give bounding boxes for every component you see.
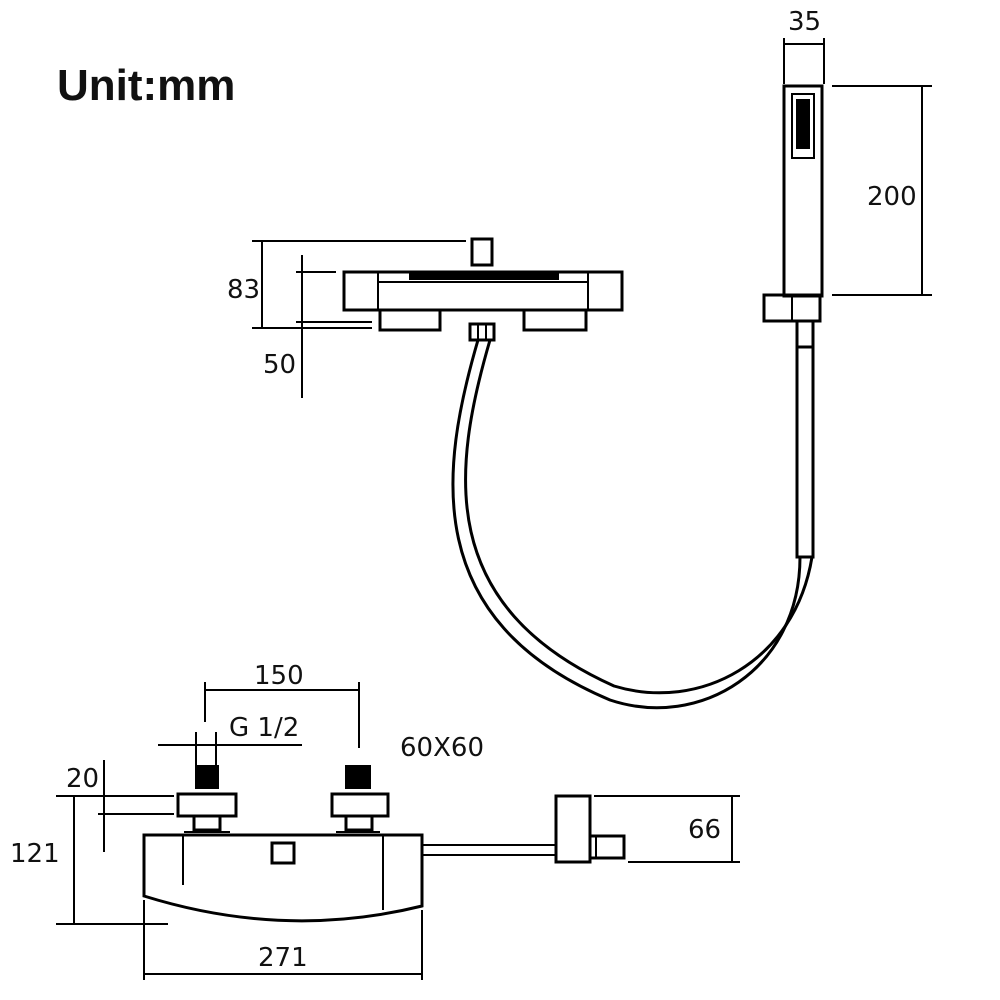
handshower-width-label: 35 — [788, 7, 821, 37]
bracket-depth-label: 66 — [688, 815, 721, 845]
dimension-body-width: 271 — [143, 900, 423, 980]
thread-label: G 1/2 — [229, 713, 299, 743]
connector-height-label: 20 — [66, 764, 99, 794]
dimension-showerhead-offset: 50 — [263, 255, 372, 398]
dimension-connector-size: 60X60 — [400, 733, 484, 763]
body-height-label: 121 — [10, 839, 60, 869]
body-width-label: 271 — [258, 943, 308, 973]
dimension-inlet-spacing: 150 — [204, 661, 360, 748]
mixer-body — [142, 765, 424, 923]
hand-shower — [762, 84, 824, 559]
connector-size-label: 60X60 — [400, 733, 484, 763]
dimension-body-height: 121 — [10, 795, 174, 925]
dimension-showerhead-height: 83 — [227, 240, 466, 329]
inlet-spacing-label: 150 — [254, 661, 304, 691]
shower-head — [342, 237, 624, 342]
dimension-handshower-length: 200 — [832, 85, 932, 296]
dimension-bracket-depth: 66 — [594, 795, 740, 863]
dimension-connector-height: 20 — [66, 760, 174, 852]
handshower-length-label: 200 — [867, 182, 917, 212]
dimension-handshower-width: 35 — [783, 7, 825, 84]
unit-label: Unit:mm — [57, 61, 235, 110]
dimension-thread: G 1/2 — [158, 713, 302, 766]
showerhead-offset-label: 50 — [263, 350, 296, 380]
showerhead-height-label: 83 — [227, 275, 260, 305]
wall-bracket — [422, 794, 626, 864]
shower-hose — [451, 339, 814, 710]
